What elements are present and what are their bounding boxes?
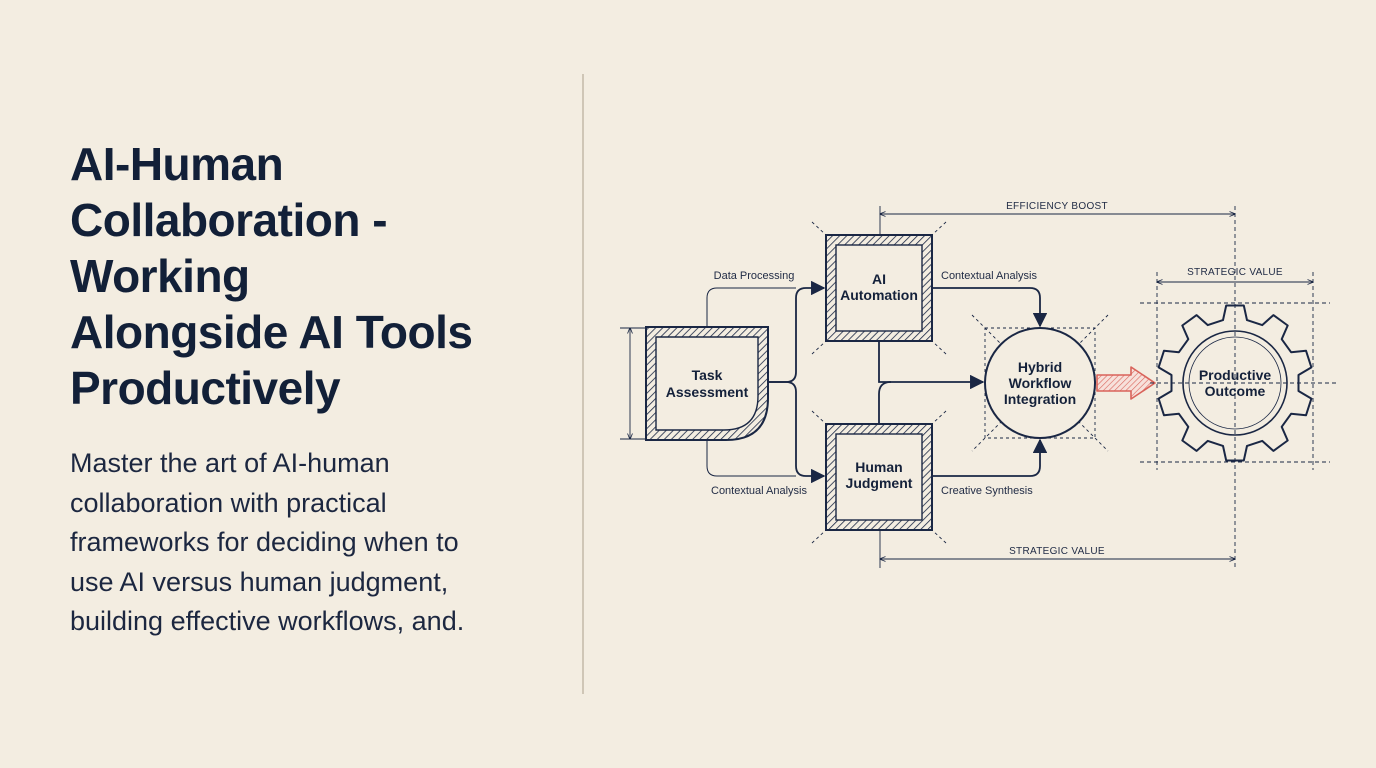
- ai-label-2: Automation: [840, 287, 918, 303]
- strategic-value-right-dimension: [1140, 272, 1330, 470]
- subtitle-line: building effective workflows, and.: [70, 606, 465, 636]
- ai-automation-node: AI Automation: [825, 234, 933, 342]
- edge-label-creative-synthesis: Creative Synthesis: [941, 485, 1033, 497]
- ai-label-1: AI: [872, 271, 886, 287]
- thin-connections: [706, 287, 796, 477]
- strategic-value-bottom-label: STRATEGIC VALUE: [1009, 546, 1105, 557]
- subtitle-line: frameworks for deciding when to: [70, 527, 459, 557]
- hybrid-label-1: Hybrid: [1018, 359, 1062, 375]
- hybrid-label-3: Integration: [1004, 391, 1076, 407]
- workflow-diagram: Task Assessment AI Automation Human Judg…: [620, 201, 1338, 568]
- efficiency-boost-label: EFFICIENCY BOOST: [1006, 201, 1108, 212]
- human-label-2: Judgment: [846, 475, 913, 491]
- output-arrow: [1096, 366, 1156, 400]
- subtitle-line: Master the art of AI-human: [70, 448, 390, 478]
- title-line: AI-Human: [70, 138, 284, 190]
- edge-label-contextual-analysis-top: Contextual Analysis: [941, 270, 1037, 282]
- subtitle-line: collaboration with practical: [70, 487, 387, 518]
- subtitle-line: use AI versus human judgment,: [70, 566, 449, 597]
- hybrid-label-2: Workflow: [1009, 375, 1072, 391]
- left-panel: AI-Human Collaboration - Working Alongsi…: [70, 136, 550, 642]
- title-line: Productively: [70, 362, 341, 414]
- strategic-value-bottom-dimension: [880, 530, 1235, 568]
- connections: [768, 280, 1048, 484]
- task-label-2: Assessment: [666, 384, 749, 400]
- efficiency-boost-dimension: [880, 206, 1235, 568]
- edge-label-data-processing: Data Processing: [714, 270, 795, 282]
- page-subtitle: Master the art of AI-human collaboration…: [70, 444, 550, 642]
- task-label-1: Task: [692, 367, 723, 383]
- title-line: Collaboration -: [70, 194, 388, 246]
- page-title: AI-Human Collaboration - Working Alongsi…: [70, 136, 550, 416]
- hybrid-workflow-node: Hybrid Workflow Integration: [971, 314, 1109, 452]
- title-line: Working: [70, 250, 250, 302]
- vertical-divider: [582, 74, 584, 694]
- task-assessment-node: Task Assessment: [645, 326, 769, 441]
- edge-label-contextual-analysis-bottom: Contextual Analysis: [711, 485, 807, 497]
- task-height-dimension: [620, 328, 646, 439]
- strategic-value-right-label: STRATEGIC VALUE: [1187, 267, 1283, 278]
- human-judgment-node: Human Judgment: [825, 423, 933, 531]
- title-line: Alongside AI Tools: [70, 306, 473, 358]
- human-label-1: Human: [855, 459, 902, 475]
